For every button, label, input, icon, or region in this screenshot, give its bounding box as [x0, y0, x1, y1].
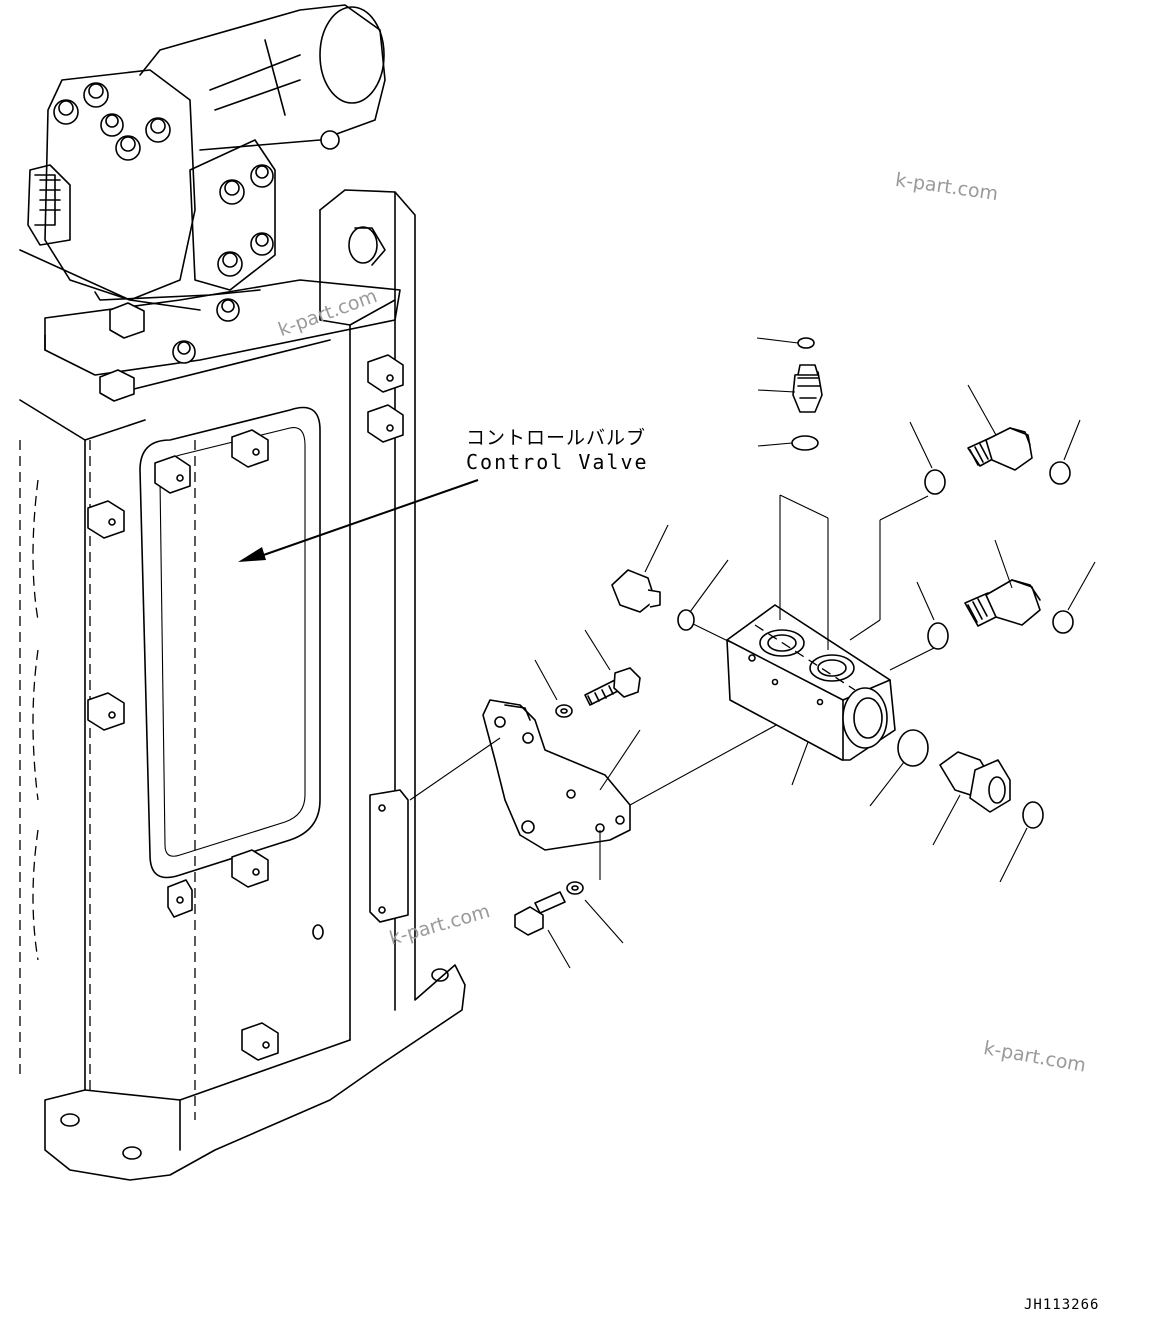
- upper-bolt: [534, 629, 641, 791]
- straight-fitting: [869, 729, 1044, 883]
- plug: [611, 524, 729, 631]
- frame-assembly: [19, 189, 466, 1181]
- elbow-fitting-upper: [909, 384, 1081, 495]
- callout-arrow: [238, 479, 479, 562]
- bolt-head: [53, 82, 340, 364]
- elbow-fitting-lower: [916, 539, 1096, 650]
- lower-bolt: [514, 881, 624, 969]
- drawing-code: JH113266: [1024, 1297, 1100, 1313]
- top-fitting: [756, 337, 823, 451]
- steering-unit: [19, 4, 386, 364]
- control-valve-label-ja: コントロールバルブ: [466, 427, 647, 449]
- mounting-bracket: [409, 699, 823, 880]
- control-valve-label-en: Control Valve: [466, 450, 649, 474]
- mounting-block: [87, 302, 404, 1061]
- valve-block: [684, 494, 941, 786]
